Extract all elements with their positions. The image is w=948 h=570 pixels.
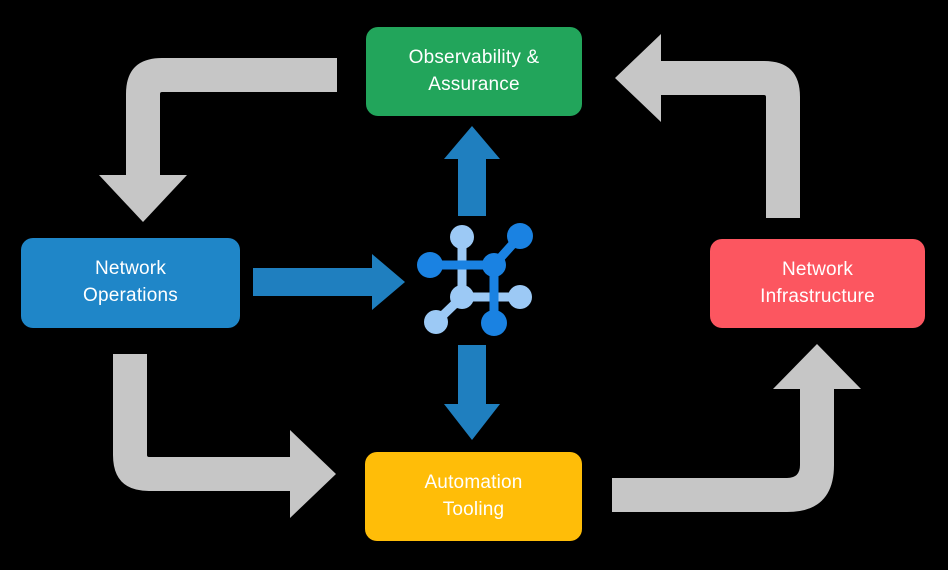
node-automation-tooling[interactable]: Automation Tooling xyxy=(365,452,582,541)
node-observability-assurance-label: Observability & Assurance xyxy=(408,46,540,95)
node-network-operations-label: Network Operations xyxy=(83,258,178,306)
node-network-infrastructure-label: Network Infrastructure xyxy=(760,258,875,307)
arrow-network-operations-to-automation-tooling xyxy=(113,354,336,518)
arrow-observability-to-network-operations xyxy=(99,58,337,222)
arrow-center-to-observability xyxy=(444,126,500,216)
network-topology-icon xyxy=(417,223,533,336)
arrow-network-infrastructure-to-observability xyxy=(615,34,800,218)
node-network-infrastructure[interactable]: Network Infrastructure xyxy=(710,239,925,328)
arrow-center-to-automation-tooling xyxy=(444,345,500,440)
node-automation-tooling-label: Automation Tooling xyxy=(424,471,523,520)
arrow-network-operations-to-center xyxy=(253,254,405,310)
node-network-operations[interactable]: Network Operations xyxy=(21,238,240,328)
arrow-automation-tooling-to-network-infrastructure xyxy=(612,344,861,512)
node-observability-assurance[interactable]: Observability & Assurance xyxy=(366,27,582,116)
